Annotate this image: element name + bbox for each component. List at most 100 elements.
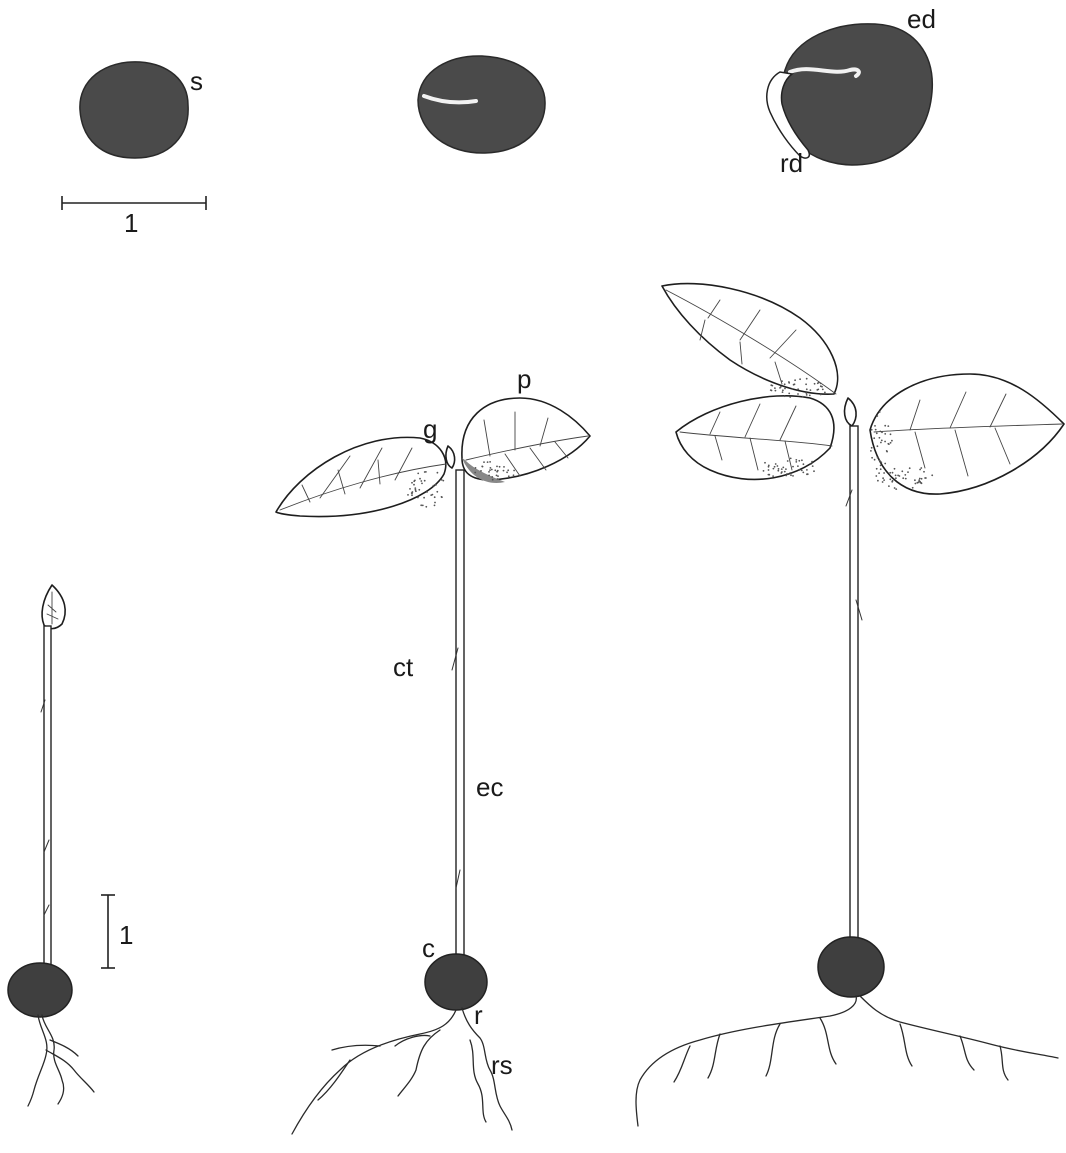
leaf-stipple-dot bbox=[424, 471, 426, 473]
leaf-stipple-dot bbox=[768, 474, 770, 476]
leaf-stipple-dot bbox=[474, 472, 476, 474]
leaf-stipple-dot bbox=[884, 463, 886, 465]
leaf-stipple-dot bbox=[890, 442, 892, 444]
leaf-stipple-dot bbox=[491, 476, 493, 478]
leaf-stipple-dot bbox=[914, 479, 916, 481]
leaf-stipple-dot bbox=[802, 472, 804, 474]
label-c: c bbox=[422, 933, 435, 963]
leaf-stipple-dot bbox=[880, 465, 882, 467]
leaf-stipple-dot bbox=[899, 475, 901, 477]
leaf-stipple-dot bbox=[876, 432, 878, 434]
leaf-stipple-dot bbox=[489, 461, 491, 463]
leaf-stipple-dot bbox=[814, 383, 816, 385]
leaf-stipple-dot bbox=[909, 467, 911, 469]
leaf-stipple-dot bbox=[921, 478, 923, 480]
leaf-stipple-dot bbox=[806, 473, 808, 475]
leaf-stipple-dot bbox=[880, 468, 882, 470]
leaf-stipple-dot bbox=[883, 472, 885, 474]
leaf-stipple-dot bbox=[778, 468, 780, 470]
leaf-stipple-dot bbox=[792, 475, 794, 477]
leaf-stipple-dot bbox=[797, 389, 799, 391]
leaf-stipple-dot bbox=[876, 468, 878, 470]
leaf-stipple-dot bbox=[508, 475, 510, 477]
leaf-stipple-dot bbox=[421, 483, 423, 485]
label-rd: rd bbox=[780, 148, 803, 178]
leaf-stipple-dot bbox=[810, 389, 812, 391]
leaf-stipple-dot bbox=[805, 383, 807, 385]
leaf-stipple-dot bbox=[806, 392, 808, 394]
leaf-stipple-dot bbox=[931, 474, 933, 476]
leaf-stipple-dot bbox=[424, 480, 426, 482]
leaf-stipple-dot bbox=[789, 396, 791, 398]
leaf-stipple-dot bbox=[768, 469, 770, 471]
leaf-stipple-dot bbox=[919, 469, 921, 471]
scale-label-bottom: 1 bbox=[119, 920, 133, 950]
leaf-stipple-dot bbox=[886, 451, 888, 453]
leaf-stipple-dot bbox=[797, 465, 799, 467]
leaf-stipple-dot bbox=[799, 378, 801, 380]
leaf-stipple-dot bbox=[879, 437, 881, 439]
leaf-stipple-dot bbox=[883, 479, 885, 481]
leaf-stipple-dot bbox=[497, 470, 499, 472]
leaf-stipple-dot bbox=[881, 440, 883, 442]
leaf-stipple-dot bbox=[894, 468, 896, 470]
leaf-stipple-dot bbox=[413, 484, 415, 486]
leaf-stipple-dot bbox=[790, 474, 792, 476]
leaf-stipple-dot bbox=[483, 461, 485, 463]
leaf-stipple-dot bbox=[919, 478, 921, 480]
leaf-stipple-dot bbox=[806, 378, 808, 380]
leaf-stipple-dot bbox=[923, 471, 925, 473]
leaf-stipple-dot bbox=[415, 489, 417, 491]
leaf-stipple-dot bbox=[895, 477, 897, 479]
leaf-stipple-dot bbox=[414, 480, 416, 482]
leaf-stipple-dot bbox=[480, 470, 482, 472]
leaf-stipple-dot bbox=[884, 433, 886, 435]
label-p: p bbox=[517, 364, 531, 394]
leaf-stipple-dot bbox=[503, 466, 505, 468]
label-ed: ed bbox=[907, 4, 936, 34]
leaf-stipple-dot bbox=[434, 496, 436, 498]
leaf-stipple-dot bbox=[824, 392, 826, 394]
leaf-stipple-dot bbox=[798, 460, 800, 462]
leaf-stipple-dot bbox=[409, 488, 411, 490]
leaf-stipple-dot bbox=[420, 480, 422, 482]
leaf-stipple-dot bbox=[879, 431, 881, 433]
leaf-stipple-dot bbox=[810, 463, 812, 465]
leaf-stipple-dot bbox=[795, 459, 797, 461]
leaf-stipple-dot bbox=[789, 472, 791, 474]
leaf-stipple-dot bbox=[871, 447, 873, 449]
leaf-stipple-dot bbox=[802, 396, 804, 398]
leaf-stipple-dot bbox=[412, 491, 414, 493]
leaf-stipple-dot bbox=[792, 466, 794, 468]
leaf-stipple-dot bbox=[419, 478, 421, 480]
leaf-stipple-dot bbox=[488, 471, 490, 473]
leaf-stipple-dot bbox=[784, 383, 786, 385]
leaf-stipple-dot bbox=[874, 425, 876, 427]
leaf-stipple-dot bbox=[871, 429, 873, 431]
leaf-stipple-dot bbox=[873, 437, 875, 439]
leaf-stipple-dot bbox=[813, 470, 815, 472]
leaf-stipple-dot bbox=[782, 467, 784, 469]
leaf-stipple-dot bbox=[889, 472, 891, 474]
leaf-stipple-dot bbox=[786, 473, 788, 475]
leaf-stipple-dot bbox=[425, 506, 427, 508]
leaf-stipple-dot bbox=[920, 467, 922, 469]
leaf-stipple-dot bbox=[917, 482, 919, 484]
label-ct: ct bbox=[393, 652, 414, 682]
leaf-stipple-dot bbox=[877, 445, 879, 447]
leaf-stipple-dot bbox=[878, 472, 880, 474]
leaf-stipple-dot bbox=[817, 382, 819, 384]
leaf-stipple-dot bbox=[880, 461, 882, 463]
leaf-stipple-dot bbox=[882, 477, 884, 479]
leaf-stipple-dot bbox=[773, 468, 775, 470]
leaf-stipple-dot bbox=[820, 394, 822, 396]
leaf-stipple-dot bbox=[513, 474, 515, 476]
label-r: r bbox=[474, 1000, 483, 1030]
leaf-stipple-dot bbox=[884, 441, 886, 443]
leaf-stipple-dot bbox=[435, 484, 437, 486]
leaf-stipple-dot bbox=[423, 497, 425, 499]
leaf-stipple-dot bbox=[437, 472, 439, 474]
leaf-stipple-dot bbox=[924, 477, 926, 479]
leaf-stipple-dot bbox=[902, 477, 904, 479]
leaf-stipple-dot bbox=[487, 461, 489, 463]
